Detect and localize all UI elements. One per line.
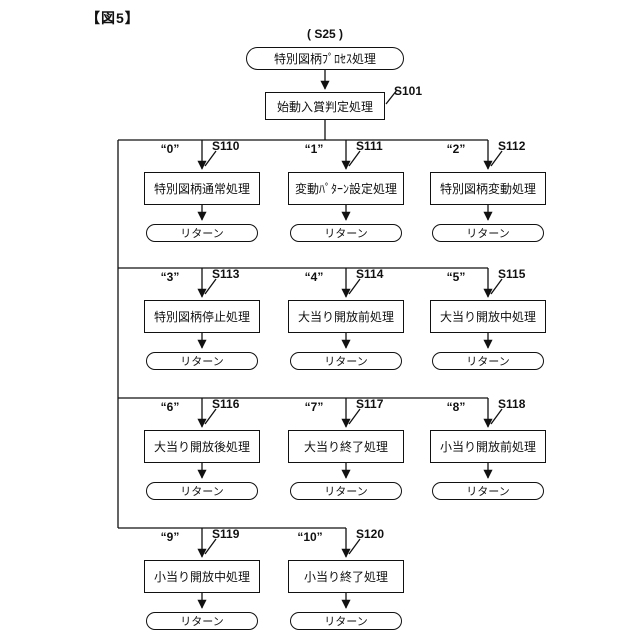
process-node-6: 大当り開放後処理 xyxy=(144,430,260,463)
return-node-4: リターン xyxy=(290,352,402,370)
return-node-8: リターン xyxy=(432,482,544,500)
process-node-10: 小当り終了処理 xyxy=(288,560,404,593)
return-node-6: リターン xyxy=(146,482,258,500)
return-node-0: リターン xyxy=(146,224,258,242)
judge-step-label: S101 xyxy=(394,84,423,98)
branch-step-4: S114 xyxy=(356,267,384,281)
process-node-7: 大当り終了処理 xyxy=(288,430,404,463)
process-node-4: 大当り開放前処理 xyxy=(288,300,404,333)
judge-node: 始動入賞判定処理 xyxy=(265,92,385,120)
branch-case-10: “10” xyxy=(297,530,323,544)
process-node-2: 特別図柄変動処理 xyxy=(430,172,546,205)
branch-step-3: S113 xyxy=(212,267,240,281)
return-node-5: リターン xyxy=(432,352,544,370)
branch-step-2: S112 xyxy=(498,139,526,153)
branch-step-6: S116 xyxy=(212,397,240,411)
return-node-3: リターン xyxy=(146,352,258,370)
branch-case-4: “4” xyxy=(304,270,324,284)
return-node-7: リターン xyxy=(290,482,402,500)
return-node-10: リターン xyxy=(290,612,402,630)
branch-case-7: “7” xyxy=(304,400,324,414)
figure-number-label: 【図5】 xyxy=(86,10,140,26)
branch-case-0: “0” xyxy=(160,142,180,156)
process-node-9: 小当り開放中処理 xyxy=(144,560,260,593)
branch-step-8: S118 xyxy=(498,397,526,411)
branch-step-10: S120 xyxy=(356,527,385,541)
branch-step-7: S117 xyxy=(356,397,384,411)
branch-case-5: “5” xyxy=(446,270,466,284)
process-node-8: 小当り開放前処理 xyxy=(430,430,546,463)
branch-step-5: S115 xyxy=(498,267,526,281)
main-connectors xyxy=(117,70,488,529)
process-node-3: 特別図柄停止処理 xyxy=(144,300,260,333)
branch-case-1: “1” xyxy=(304,142,324,156)
branch-step-1: S111 xyxy=(356,139,383,153)
entry-node: 特別図柄ﾌﾟﾛｾｽ処理 xyxy=(246,47,404,70)
entry-step-label: ( S25 ) xyxy=(306,27,343,41)
branch-case-9: “9” xyxy=(160,530,180,544)
process-node-0: 特別図柄通常処理 xyxy=(144,172,260,205)
return-node-2: リターン xyxy=(432,224,544,242)
branch-case-2: “2” xyxy=(446,142,466,156)
branch-step-9: S119 xyxy=(212,527,240,541)
branch-step-0: S110 xyxy=(212,139,240,153)
return-node-9: リターン xyxy=(146,612,258,630)
branch-connectors xyxy=(197,140,503,609)
process-node-1: 変動ﾊﾟﾀｰﾝ設定処理 xyxy=(288,172,404,205)
branch-case-6: “6” xyxy=(160,400,180,414)
return-node-1: リターン xyxy=(290,224,402,242)
branch-case-3: “3” xyxy=(160,270,180,284)
branch-case-8: “8” xyxy=(446,400,466,414)
process-node-5: 大当り開放中処理 xyxy=(430,300,546,333)
